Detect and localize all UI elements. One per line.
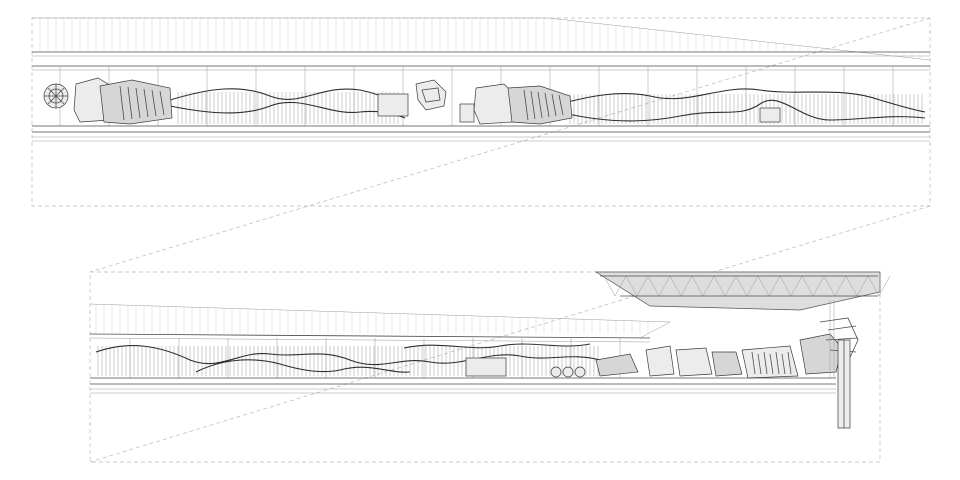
lower-floor-slab [90,377,836,394]
bellows-pleats-left [119,85,165,121]
machine-housing-left [99,79,173,125]
upper-wave-rail-a [169,88,401,105]
truss-diagonal [636,275,649,297]
pleat [523,89,529,121]
crate-object [377,93,409,117]
truss-diagonal [735,275,748,297]
truss-diagonal [801,275,814,297]
truss-diagonal [757,275,770,297]
truss-diagonal [812,275,825,297]
round-object-b [562,366,574,378]
machine-unit-lower-b [645,345,675,377]
truss-diagonal [713,275,726,297]
truss-diagonal [669,275,682,297]
truss-diagonal [845,275,858,297]
machine-unit-lower-c [675,347,713,377]
truss-diagonal [724,275,737,297]
truss-diagonal [647,275,660,297]
truss-diagonal [878,275,891,297]
upper-panel [31,17,931,207]
pleat [127,86,133,120]
pleat [787,351,792,375]
panel-connector-lines [89,17,931,463]
pleat [769,353,774,375]
upper-wave-rail-d [559,99,926,122]
truss-diagonal [603,275,616,297]
lower-objects [465,317,859,379]
upper-roof [32,17,931,71]
pleat [544,92,550,118]
upper-roof-battens [39,18,921,59]
seat-object [415,79,447,111]
pleat [757,353,762,375]
pleat [537,91,543,119]
lower-end-wall [829,300,851,429]
truss-diagonal [702,275,715,297]
machine-unit-lower-d [711,351,743,377]
truss-diagonal [790,275,803,297]
upper-wave-rail-c [559,88,926,113]
truss-diagonal [658,275,671,297]
lower-wave-rail-c [403,343,591,349]
pleat [159,90,165,116]
truss-diagonal [746,275,759,297]
pleat [775,351,780,375]
machine-unit-right [473,83,513,125]
truss-diagonal [614,275,627,297]
end-cluster-object [799,333,843,375]
truss-diagonal [768,275,781,297]
lower-roof-battens [95,304,649,334]
lower-wave-rail-a [95,345,601,366]
truss-diagonal [867,275,880,297]
bellows-pleats-lower [751,351,792,375]
machine-unit-lower-a [595,353,639,377]
pleat [151,89,157,117]
pleat [530,90,536,120]
truss-diagonal [680,275,693,297]
pleat [751,351,756,375]
lower-railing-balusters [97,346,599,376]
lower-roof [89,303,671,343]
truss-diagonal [823,275,836,297]
pleat [119,85,125,121]
roof-truss-members [600,275,891,297]
upper-objects [43,77,781,125]
pleat [781,353,786,375]
upper-floor-slab [32,125,930,142]
counter-object [465,357,507,377]
pleat [143,88,149,118]
bellows-pleats-right [523,89,564,121]
truss-diagonal [834,275,847,297]
wheel-icon [43,83,69,109]
round-object-a [550,366,562,378]
round-object-c [574,366,586,378]
bench-object [759,107,781,123]
truss-diagonal [691,275,704,297]
pleat [551,93,557,117]
truss-diagonal [625,275,638,297]
small-box-object [459,103,475,123]
pleat [558,94,564,116]
pleat [763,351,768,375]
lower-roof-truss [594,271,891,311]
lower-panel-frame [89,271,881,463]
truss-diagonal [856,275,869,297]
lower-wave-rail-b [195,359,411,373]
pleat [135,87,141,119]
lower-panel [89,271,891,463]
truss-diagonal [779,275,792,297]
